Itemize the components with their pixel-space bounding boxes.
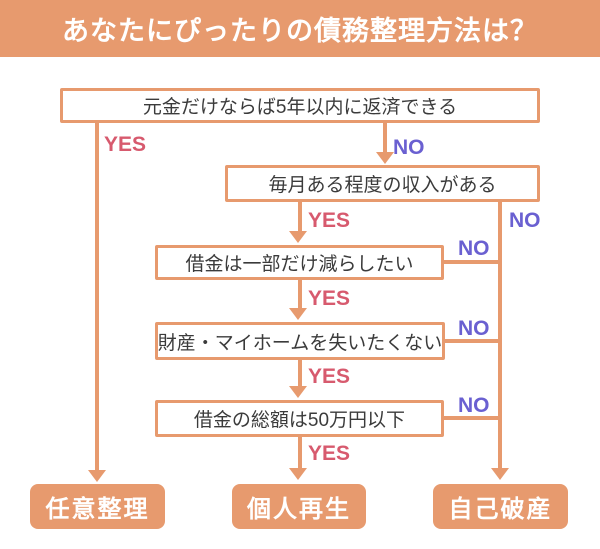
- connector-q2-yes-line: [298, 202, 302, 233]
- label-q2-yes: YES: [308, 209, 351, 232]
- label-q2-no: NO: [509, 209, 541, 232]
- label-q1-no: NO: [393, 136, 425, 159]
- decision-box-debt-under-500k: 借金の総額は50万円以下: [155, 400, 444, 437]
- connector-q3-no-line: [443, 260, 500, 264]
- result-box-bankruptcy: 自己破産: [433, 484, 568, 529]
- label-q4-yes: YES: [308, 365, 351, 388]
- label-q5-yes: YES: [308, 442, 351, 465]
- label-q1-yes: YES: [104, 133, 147, 156]
- arrow-down-icon: [491, 468, 509, 480]
- connector-q4-no-line: [444, 339, 500, 343]
- arrow-down-icon: [88, 470, 106, 482]
- result-box-label: 任意整理: [45, 496, 150, 523]
- connector-q1-no-line: [383, 123, 387, 153]
- result-box-label: 自己破産: [448, 496, 553, 523]
- connector-q4-yes-line: [298, 360, 302, 388]
- header-banner: あなたにぴったりの債務整理方法は？: [0, 0, 600, 57]
- arrow-down-icon: [289, 308, 307, 320]
- arrow-down-icon: [376, 152, 394, 164]
- label-q3-no: NO: [458, 237, 490, 260]
- decision-box-label: 毎月ある程度の収入がある: [268, 175, 497, 196]
- connector-q1-yes-line: [95, 123, 99, 470]
- result-box-voluntary-settlement: 任意整理: [30, 484, 165, 529]
- decision-box-keep-property-home: 財産・マイホームを失いたくない: [155, 322, 445, 360]
- connector-q5-no-line: [443, 416, 500, 420]
- arrow-down-icon: [289, 468, 307, 480]
- connector-q3-yes-line: [298, 280, 302, 310]
- connector-q5-yes-line: [298, 437, 302, 469]
- label-q5-no: NO: [458, 394, 490, 417]
- arrow-down-icon: [289, 386, 307, 398]
- connector-q2-no-line: [498, 202, 502, 468]
- label-q4-no: NO: [458, 317, 490, 340]
- result-box-individual-rehabilitation: 個人再生: [232, 484, 366, 529]
- page-title: あなたにぴったりの債務整理方法は？: [62, 16, 538, 46]
- decision-box-label: 借金の総額は50万円以下: [193, 410, 406, 431]
- result-box-label: 個人再生: [247, 496, 351, 523]
- decision-box-label: 財産・マイホームを失いたくない: [157, 332, 443, 354]
- decision-box-label: 借金は一部だけ減らしたい: [185, 254, 414, 275]
- label-q3-yes: YES: [308, 287, 351, 310]
- arrow-down-icon: [289, 231, 307, 243]
- decision-box-label: 元金だけならば5年以内に返済できる: [142, 97, 458, 118]
- decision-box-repay-5-years: 元金だけならば5年以内に返済できる: [60, 88, 540, 123]
- decision-box-monthly-income: 毎月ある程度の収入がある: [225, 165, 540, 202]
- decision-box-reduce-part-of-debt: 借金は一部だけ減らしたい: [155, 245, 444, 280]
